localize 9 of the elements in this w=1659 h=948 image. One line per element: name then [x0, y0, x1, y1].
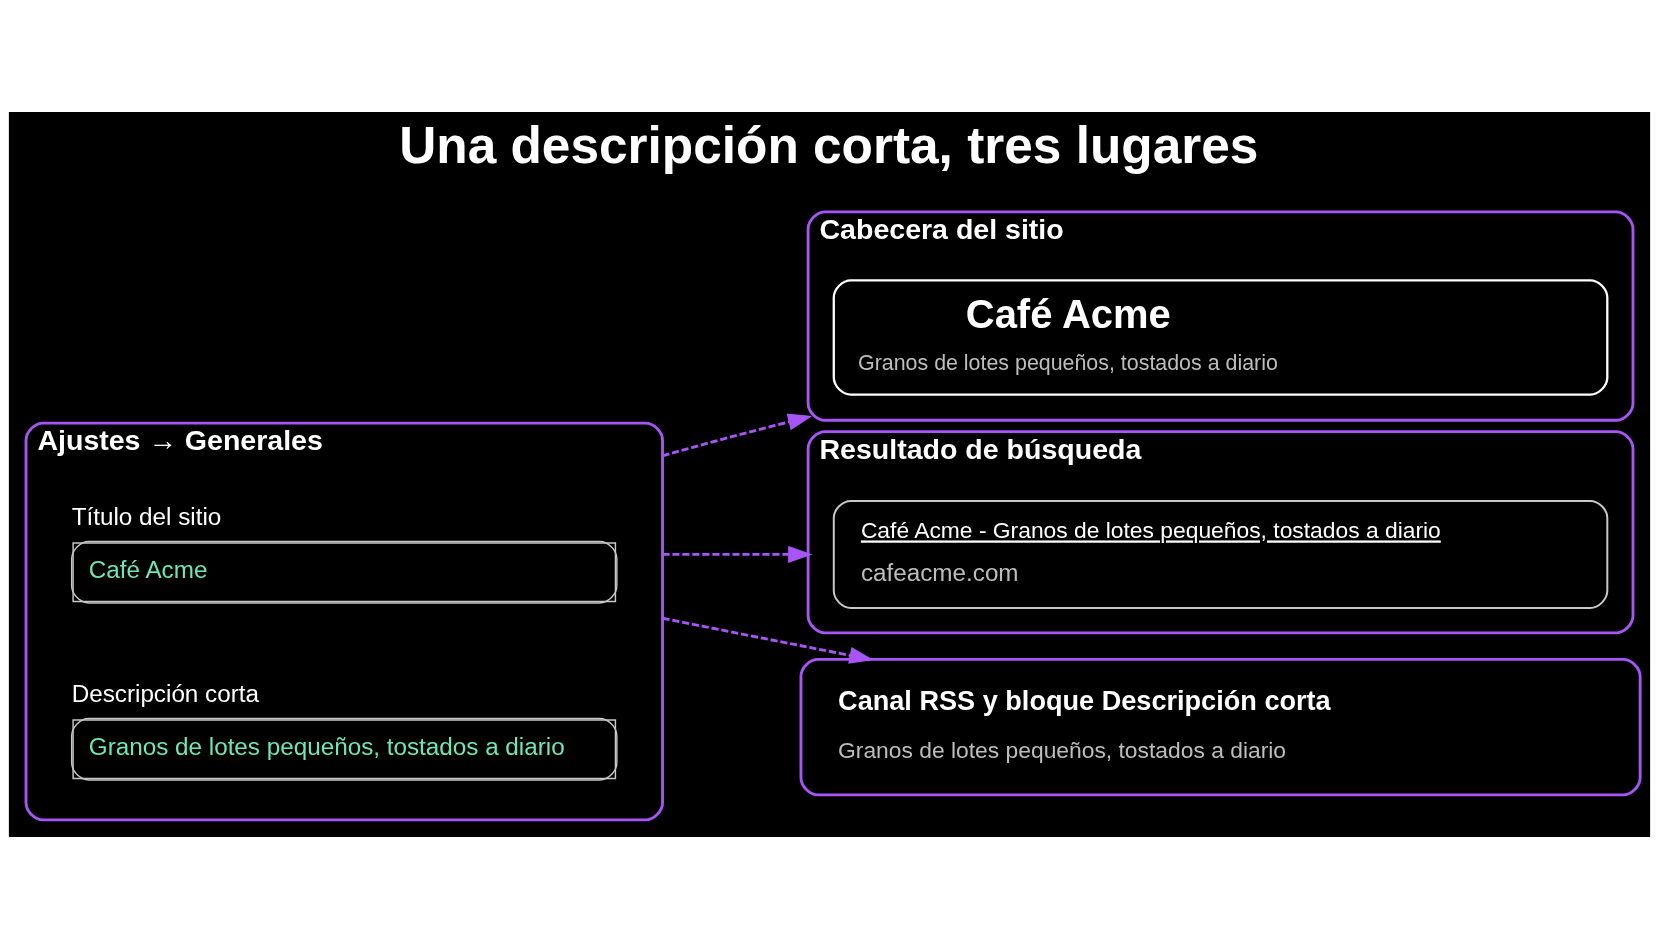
arrow [662, 413, 813, 457]
node-box: Café Acme - Granos de lotes pequeños, tostados a diario cafeacme.com [832, 499, 1609, 609]
node-label: Título del sitio [71, 502, 222, 530]
node-box: Café Acme Granos de lotes pequeños, tostados a diario [832, 278, 1609, 396]
arrow [662, 545, 813, 563]
node-label: Descripción corta [71, 679, 260, 707]
arrow [662, 616, 874, 664]
node-box: Canal RSS y bloque Descripción corta Granos de lotes pequeños, tostados a diario [799, 657, 1642, 796]
diagram-title: Una descripción corta, tres lugares [399, 115, 1259, 174]
